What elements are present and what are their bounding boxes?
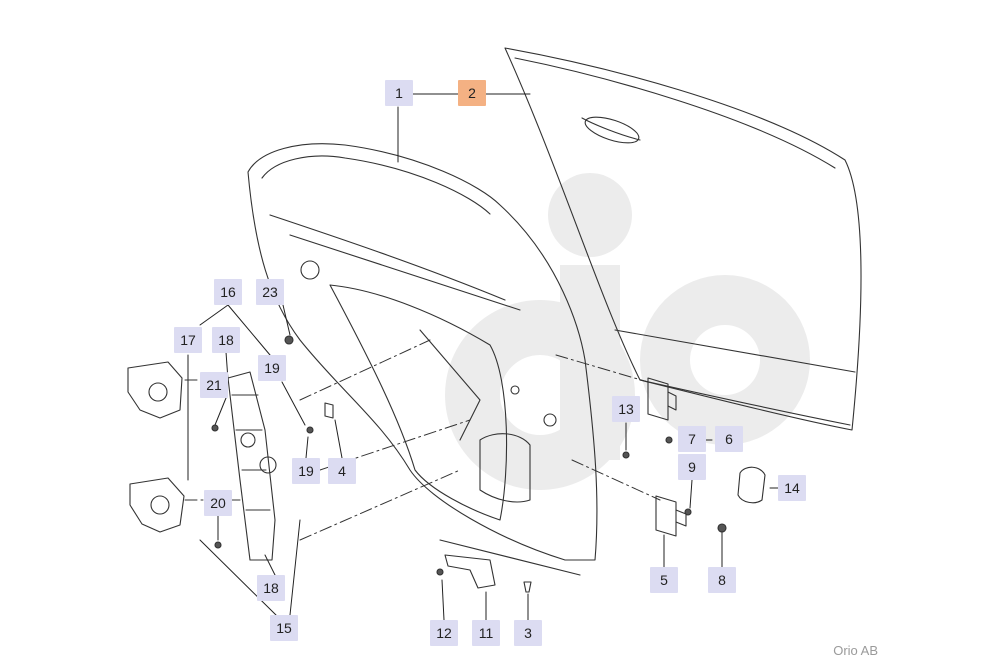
callout-18-upper[interactable]: 18: [212, 327, 240, 353]
callout-20[interactable]: 20: [204, 490, 232, 516]
callout-1[interactable]: 1: [385, 80, 413, 106]
callout-21[interactable]: 21: [200, 372, 228, 398]
leader-lines: [187, 93, 779, 621]
door-check-strap: [444, 554, 496, 589]
callout-23[interactable]: 23: [256, 279, 284, 305]
callout-8[interactable]: 8: [708, 567, 736, 593]
callout-13[interactable]: 13: [612, 396, 640, 422]
callout-16[interactable]: 16: [214, 279, 242, 305]
callout-6[interactable]: 6: [715, 426, 743, 452]
callout-3[interactable]: 3: [514, 620, 542, 646]
callout-15[interactable]: 15: [270, 615, 298, 641]
orio-logo-watermark: [445, 173, 810, 490]
striker-part: [737, 466, 766, 504]
callout-12[interactable]: 12: [430, 620, 458, 646]
watermark-text: Orio AB: [833, 643, 878, 658]
callout-2[interactable]: 2: [458, 80, 486, 106]
regulator-motor-lower: [129, 477, 185, 533]
hinge-lower: [655, 495, 687, 537]
window-regulator: [227, 371, 277, 561]
callout-4[interactable]: 4: [328, 458, 356, 484]
hinge-upper: [647, 377, 677, 421]
callout-5[interactable]: 5: [650, 567, 678, 593]
callout-11[interactable]: 11: [472, 620, 500, 646]
callout-17[interactable]: 17: [174, 327, 202, 353]
callout-14[interactable]: 14: [778, 475, 806, 501]
callout-19-upper[interactable]: 19: [258, 355, 286, 381]
callout-19-lower[interactable]: 19: [292, 458, 320, 484]
callout-9[interactable]: 9: [678, 454, 706, 480]
callout-18-lower[interactable]: 18: [257, 575, 285, 601]
door-outer-panel: [504, 47, 862, 431]
regulator-motor-upper: [127, 361, 183, 419]
door-inner-frame: [247, 143, 598, 576]
callout-7[interactable]: 7: [678, 426, 706, 452]
